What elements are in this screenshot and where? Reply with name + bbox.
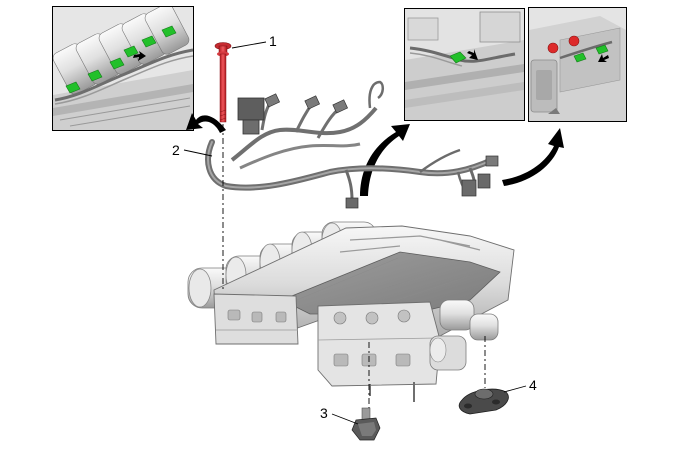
detail-pointer-arrows: [186, 113, 564, 196]
callout-1: 1: [269, 33, 277, 49]
harness-connector: [264, 93, 499, 209]
solenoid-connector-detail: [52, 6, 194, 131]
valve-body-assembly: [187, 221, 515, 402]
sensor-part-3: [351, 407, 381, 441]
callout-4: 4: [529, 377, 537, 393]
solenoid-cylinders: [53, 7, 190, 95]
plug-red: [547, 42, 559, 54]
alignment-lines: [222, 124, 486, 408]
harness-clip-detail-right: [528, 7, 627, 122]
leader-lines: [183, 41, 527, 425]
plug-red: [568, 35, 580, 47]
direction-arrow-icon: [467, 49, 478, 60]
callout-2: 2: [172, 142, 180, 158]
curved-arrow-icon: [186, 113, 226, 133]
direction-arrow-icon: [133, 51, 146, 61]
curved-arrow-icon: [502, 128, 564, 186]
seal-part-4: [458, 388, 509, 415]
callout-3: 3: [320, 405, 328, 421]
curved-arrow-icon: [360, 124, 410, 196]
direction-arrow-icon: [598, 54, 609, 62]
bolt: [214, 42, 232, 123]
harness-clip-detail-center: [404, 8, 525, 121]
wiring-harness: [205, 80, 499, 209]
connector-clips: [65, 25, 177, 94]
